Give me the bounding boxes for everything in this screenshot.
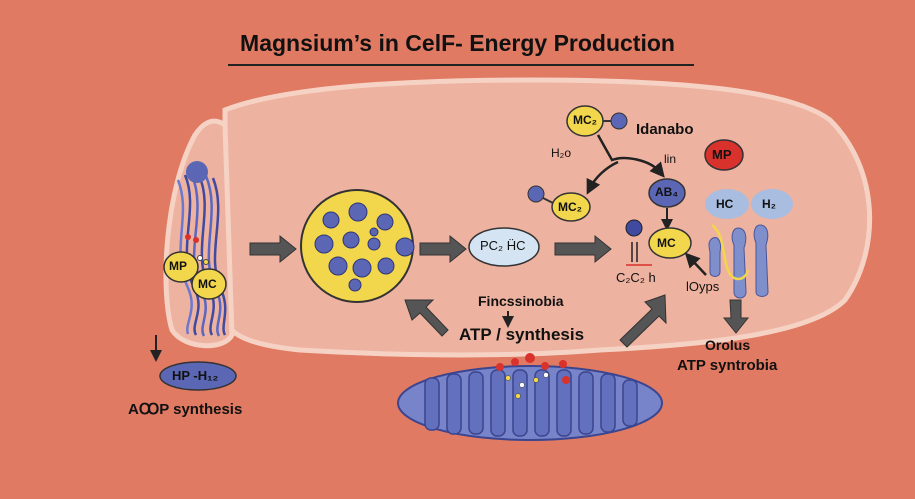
page-title: Magnsium’s in CelF- Energy Production <box>240 30 675 56</box>
h2-label: H₂ <box>762 197 776 211</box>
mc-right-circle <box>648 227 692 259</box>
nucleolus <box>186 161 208 183</box>
pc2hc-bubble <box>468 227 540 267</box>
title-underline <box>228 64 694 66</box>
orolus-label: Orolus <box>705 337 751 353</box>
h2-ellipse <box>751 189 793 219</box>
h2o-label: H₂o <box>551 146 571 160</box>
channel-proteins <box>708 224 769 299</box>
fincssinobia-label: Fincssinobia <box>478 293 564 309</box>
ab4-label: AB₄ <box>655 185 679 199</box>
small-bubble <box>203 259 209 265</box>
mp-red-label: MP <box>712 147 732 162</box>
red-dot <box>193 237 199 243</box>
atp-synthesis-left-label: AꝎP synthesis <box>128 401 243 418</box>
small-bubble <box>197 255 203 261</box>
hc-ellipse <box>705 189 749 219</box>
mp-left-label: MP <box>169 259 187 273</box>
lin-label: lin <box>664 152 677 166</box>
red-dot <box>185 234 191 240</box>
arrow-up <box>684 252 707 276</box>
mc2-top-label: MC₂ <box>573 113 597 127</box>
blue-bead <box>527 185 545 203</box>
hp-h12-label: HP -H₁₂ <box>172 368 219 383</box>
flow-arrows <box>249 234 750 348</box>
reaction-arrow <box>586 160 619 195</box>
blue-bead <box>610 112 628 130</box>
mc2-mid-label: MC₂ <box>558 200 582 214</box>
mp-red-circle <box>704 139 744 171</box>
mc-right-label: MC <box>657 236 676 250</box>
vesicle-contents <box>314 202 415 292</box>
mp-left-circle <box>163 251 199 283</box>
bond <box>542 197 554 204</box>
c2c2h-label: C₂C₂ h <box>616 270 656 285</box>
idanabo-label: Idanabo <box>636 121 694 138</box>
ion-particles <box>496 353 570 399</box>
dark-bead <box>625 219 643 237</box>
mitochondrion <box>397 365 663 441</box>
mc-left-label: MC <box>198 277 217 291</box>
mc-left-circle <box>191 268 227 300</box>
pc2hc-label: PC₂ ḦC <box>480 238 526 253</box>
hp-h12-ellipse <box>159 361 237 391</box>
reaction-arrow <box>596 134 665 178</box>
ab4-circle <box>648 178 686 208</box>
yellow-strand <box>711 224 750 281</box>
ioyps-label: lOyps <box>686 279 720 294</box>
atp-synthesis-center-label: ATP / synthesis <box>459 325 585 344</box>
atp-syntrobia-label: ATP syntrobia <box>677 357 778 374</box>
mc2-mid-circle <box>551 192 591 222</box>
hc-label: HC <box>716 197 734 211</box>
